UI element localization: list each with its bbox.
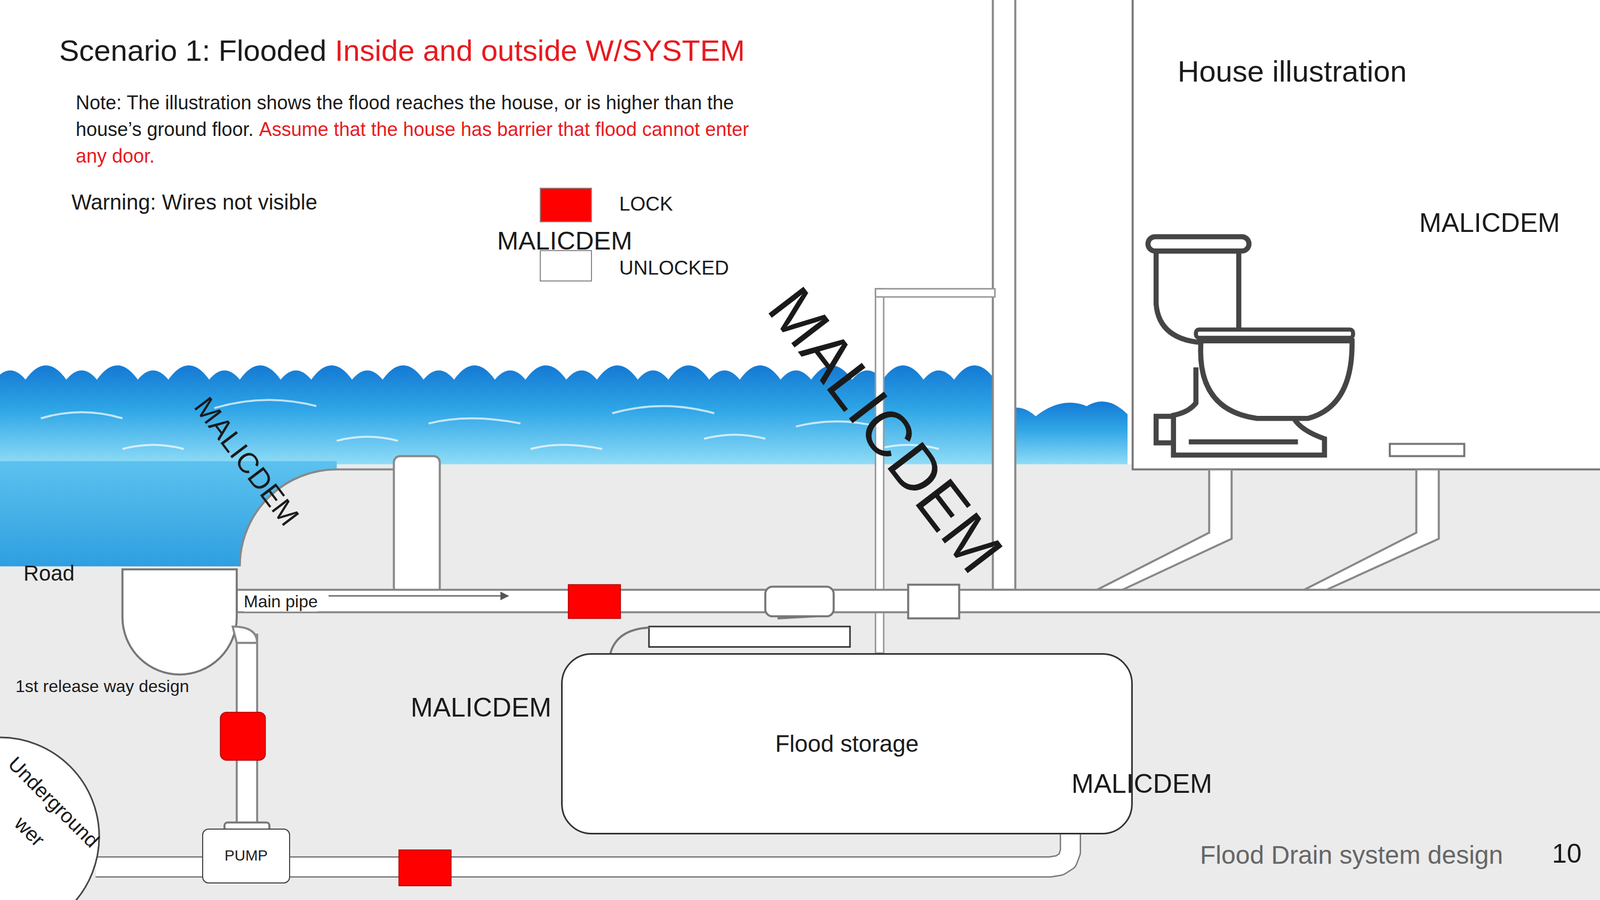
floor-drain: [1389, 444, 1465, 457]
flood-storage-box: Flood storage: [561, 653, 1133, 835]
underground-sewer-circle: Undergroundwer: [0, 736, 101, 900]
pipe-body: [95, 858, 203, 877]
valve-box: [908, 585, 960, 619]
node-label: PUMP: [224, 847, 268, 865]
toilet-seat: [1195, 329, 1354, 338]
watermark: MALICDEM: [410, 692, 552, 724]
lock-valve: [220, 712, 266, 761]
note-box: Note: The illustration shows the flood r…: [75, 89, 786, 170]
legend-swatch: [539, 250, 592, 282]
house-wall: [993, 0, 1016, 590]
node-label: Flood storage: [774, 730, 919, 758]
toilet-lid: [1147, 236, 1249, 252]
watermark: MALICDEM: [1071, 769, 1213, 800]
pipe-label: Main pipe: [243, 592, 318, 612]
storage-slab: [649, 626, 851, 647]
release-way: [122, 569, 237, 675]
house-floor: [1132, 0, 1600, 470]
page-title: Scenario 1: Flooded: [59, 33, 327, 68]
toilet-drain-pipe: [1097, 469, 1232, 590]
page-number: 10: [1552, 838, 1582, 870]
storage-inlet: [610, 627, 650, 655]
lock-valve: [398, 850, 452, 886]
pump-box: PUMP: [202, 828, 291, 884]
vent-pipe: [875, 289, 996, 298]
toilet-bowl: [1200, 340, 1352, 419]
inlet-box: [394, 456, 440, 594]
house-label: House illustration: [1177, 54, 1407, 89]
warning-note: Warning: Wires not visible: [71, 189, 318, 215]
lock-valve: [568, 585, 621, 619]
valve-box: [765, 586, 834, 617]
legend-label: LOCK: [619, 193, 674, 216]
road-label: Road: [23, 561, 75, 586]
water-streaks: [41, 400, 940, 450]
footer-text: Flood Drain system design: [1200, 840, 1503, 870]
release-elbow: [232, 626, 258, 644]
pipe-outline: [95, 856, 203, 878]
toilet-flange: [1156, 416, 1174, 444]
watermark: MALICDEM: [1419, 208, 1560, 239]
title-row: Scenario 1: FloodedInside and outside W/…: [59, 33, 746, 68]
title-highlight: Inside and outside W/SYSTEM: [334, 33, 746, 68]
release-label: 1st release way design: [15, 676, 190, 697]
legend-label: UNLOCKED: [619, 257, 730, 280]
flow-arrow: [328, 595, 509, 597]
legend-swatch: [539, 187, 592, 223]
floor-drain-pipe: [1304, 469, 1439, 590]
pipe-connector: [95, 867, 203, 868]
toilet-base-line: [1188, 439, 1299, 445]
